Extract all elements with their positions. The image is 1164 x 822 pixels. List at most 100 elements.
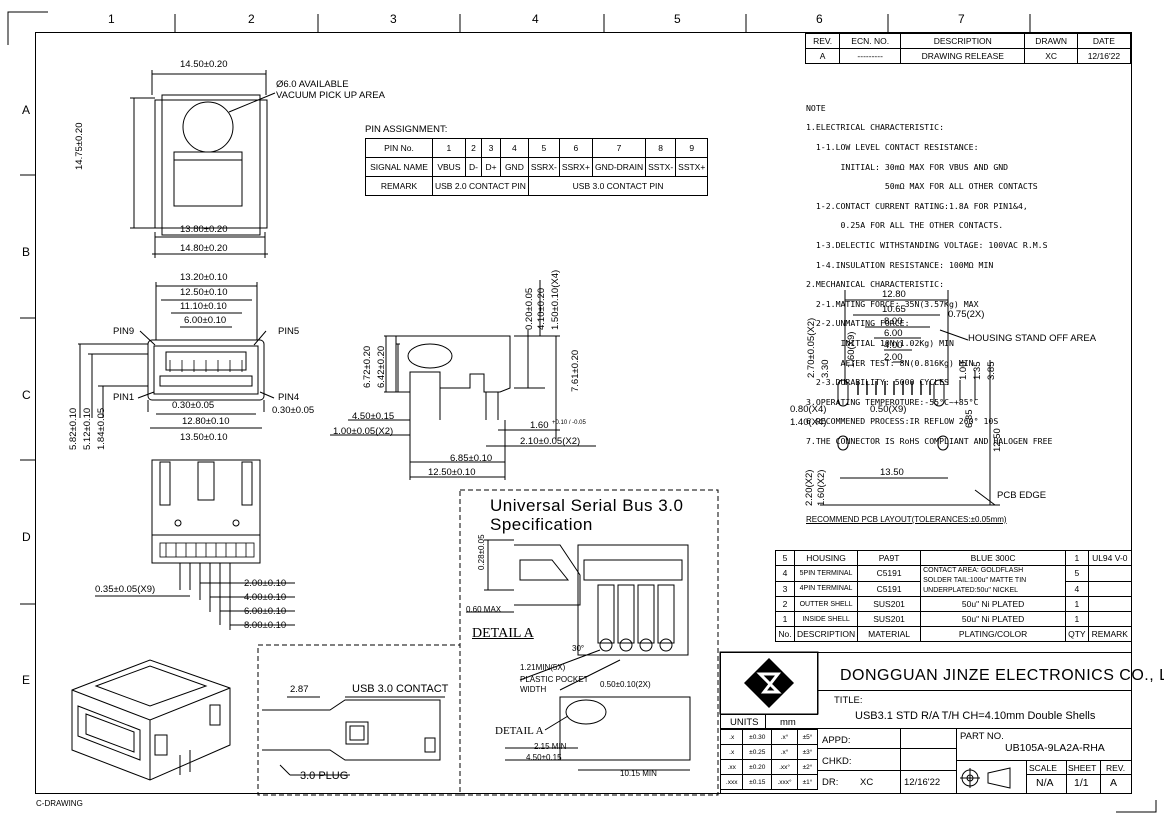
bom-header: REMARK bbox=[1087, 626, 1133, 642]
dim-side-642: 6.42±0.20 bbox=[376, 345, 387, 388]
usb-dim-050: 0.50±0.10(2X) bbox=[600, 680, 651, 689]
pin-number: 3 bbox=[481, 138, 501, 158]
pcb-dim-685: 6.85 bbox=[964, 409, 975, 429]
row-letter-a: A bbox=[22, 103, 31, 117]
pin5-label: PIN5 bbox=[278, 326, 300, 337]
bom-cell: 3 bbox=[775, 580, 795, 597]
divider bbox=[720, 728, 818, 729]
rev-label: REV. bbox=[1106, 763, 1126, 773]
bom-cell: PA9T bbox=[857, 550, 922, 566]
note-line: 2-2.UNMATING FORCE: bbox=[806, 318, 910, 329]
dim-bottom-200: 2.00±0.10 bbox=[244, 578, 287, 589]
vacuum-note-1: Ø6.0 AVAILABLE bbox=[276, 79, 349, 90]
bom-cell: 1 bbox=[775, 611, 795, 627]
note-line: 1.ELECTRICAL CHARACTERISTIC: bbox=[806, 122, 945, 133]
note-line: 6.RECOMMENED PROCESS:IR REFLOW 260° 10S bbox=[806, 416, 999, 427]
detail-a-callout: DETAIL A bbox=[495, 725, 544, 737]
divider bbox=[818, 748, 956, 749]
col-number-3: 3 bbox=[390, 12, 397, 26]
divider bbox=[1066, 760, 1067, 794]
tol-cell: ±1° bbox=[796, 774, 819, 790]
dim-side-020: 0.20±0.05 bbox=[524, 287, 535, 330]
notes-block: NOTE 1.ELECTRICAL CHARACTERISTIC: 1-1.LO… bbox=[806, 94, 1052, 456]
part-number: UB105A-9LA2A-RHA bbox=[1005, 742, 1105, 754]
dr-label: DR: bbox=[822, 777, 839, 788]
bom-cell: 5 bbox=[1065, 565, 1089, 582]
bom-cell bbox=[1087, 565, 1133, 582]
col-number-1: 1 bbox=[108, 12, 115, 26]
bom-cell: HOUSING bbox=[793, 550, 859, 566]
rev-value: A bbox=[804, 48, 841, 64]
sheet-label: C-DRAWING bbox=[36, 799, 83, 808]
usb-dim-060: 0.60 MAX bbox=[466, 605, 502, 614]
usb3-remark: USB 3.0 CONTACT PIN bbox=[527, 176, 709, 196]
chkd-label: CHKD: bbox=[822, 756, 852, 767]
bom-cell: UL94 V-0 bbox=[1087, 550, 1133, 566]
pcb-dim-600: 6.00 bbox=[884, 328, 903, 339]
bom-header: No. bbox=[775, 626, 795, 642]
dim-side-410: 4.10±0.20 bbox=[536, 287, 547, 330]
tol-cell: ±5° bbox=[796, 729, 819, 745]
housing-standoff-note: HOUSING STAND OFF AREA bbox=[968, 333, 1097, 344]
divider bbox=[900, 728, 901, 794]
description-header: DESCRIPTION bbox=[900, 33, 1026, 49]
col-number-6: 6 bbox=[816, 12, 823, 26]
dim-side-1250: 12.50±0.10 bbox=[428, 467, 476, 478]
plating-line: SOLDER TAIL:100u" MATTE TIN bbox=[923, 577, 1027, 584]
note-line: 7.THE CONNECTOR IS RoHS COMPLIANT AND HA… bbox=[806, 435, 1053, 446]
pocket-label-1: PLASTIC POCKET bbox=[520, 675, 589, 684]
pcb-dim-400: 4.00 bbox=[884, 340, 903, 351]
pcb-dim-1250: 12.50 bbox=[992, 428, 1003, 452]
tol-cell: .x bbox=[719, 744, 744, 760]
signal-name: D+ bbox=[481, 157, 501, 177]
bom-plating-terminals: CONTACT AREA: GOLDFLASH SOLDER TAIL:100u… bbox=[920, 565, 1067, 597]
pocket-label-2: WIDTH bbox=[520, 685, 547, 694]
bom-table: 5 HOUSING PA9T BLUE 300C 1 UL94 V-0 4 5P… bbox=[775, 550, 1133, 642]
title-block bbox=[720, 652, 1132, 794]
scale-label: SCALE bbox=[1029, 763, 1057, 773]
signal-name: SSRX+ bbox=[558, 157, 593, 177]
pcb-dim-160: 1.60(X9) bbox=[846, 331, 857, 368]
dim-front-1320: 13.20±0.10 bbox=[180, 272, 228, 283]
dim-bottom-800: 8.00±0.10 bbox=[244, 620, 287, 631]
note-line: 2-3.DURABILITY: 5000 CYCLES bbox=[806, 377, 949, 388]
pin-number: 6 bbox=[558, 138, 593, 158]
bom-cell: 50u" Ni PLATED bbox=[920, 596, 1067, 612]
pin-assignment-title: PIN ASSIGNMENT: bbox=[365, 124, 448, 135]
pin-number: 4 bbox=[499, 138, 529, 158]
sheet-value: 1/1 bbox=[1074, 777, 1089, 789]
dim-side-160-tol: +0.10 / -0.05 bbox=[552, 420, 586, 426]
divider bbox=[765, 714, 766, 729]
pcb-dim-140: 1.40(X4) bbox=[790, 417, 827, 428]
bom-cell: 1 bbox=[1065, 550, 1089, 566]
plating-line: CONTACT AREA: GOLDFLASH bbox=[923, 567, 1024, 574]
remark-label: REMARK bbox=[365, 176, 433, 196]
pin-no-label: PIN No. bbox=[365, 138, 433, 158]
pcb-dim-100: 1.00 bbox=[958, 361, 969, 381]
ecn-header: ECN. NO. bbox=[839, 33, 902, 49]
pin9-label: PIN9 bbox=[113, 326, 135, 337]
revision-table: REV. ECN. NO. DESCRIPTION DRAWN DATE A -… bbox=[804, 33, 1132, 64]
dim-bottom-035: 0.35±0.05(X9) bbox=[95, 584, 156, 595]
usb3-contact-label: USB 3.0 CONTACT bbox=[352, 683, 449, 695]
col-number-4: 4 bbox=[532, 12, 539, 26]
dim-front-1110: 11.10±0.10 bbox=[180, 301, 227, 312]
part-title: USB3.1 STD R/A T/H CH=4.10mm Double Shel… bbox=[855, 710, 1096, 722]
bom-cell: C5191 bbox=[857, 580, 922, 597]
usb-dim-450: 4.50±0.15 bbox=[526, 753, 562, 762]
note-line: 1-3.DELECTIC WITHSTANDING VOLTAGE: 100VA… bbox=[806, 239, 1048, 250]
tol-cell: ±0.30 bbox=[742, 729, 773, 745]
dim-bottom-400: 4.00±0.10 bbox=[244, 592, 287, 603]
dim-front-600: 6.00±0.10 bbox=[184, 315, 227, 326]
note-line: AFTER TEST: 8N(0.816Kg) MIN bbox=[806, 357, 974, 368]
dim-bottom-600: 6.00±0.10 bbox=[244, 606, 287, 617]
signal-name: GND bbox=[499, 157, 529, 177]
pcb-dim-160b: 1.60(X2) bbox=[816, 469, 827, 506]
note-line: 0.25A FOR ALL THE OTHER CONTACTS. bbox=[806, 220, 1004, 231]
note-line: 1-1.LOW LEVEL CONTACT RESISTANCE: bbox=[806, 141, 979, 152]
pcb-dim-1280: 12.80 bbox=[882, 289, 906, 300]
bom-cell: 4 bbox=[1065, 580, 1089, 597]
tol-cell: .x bbox=[719, 729, 744, 745]
bom-cell: INSIDE SHELL bbox=[793, 611, 859, 627]
dim-top-inner: 13.80±0.20 bbox=[180, 224, 228, 235]
